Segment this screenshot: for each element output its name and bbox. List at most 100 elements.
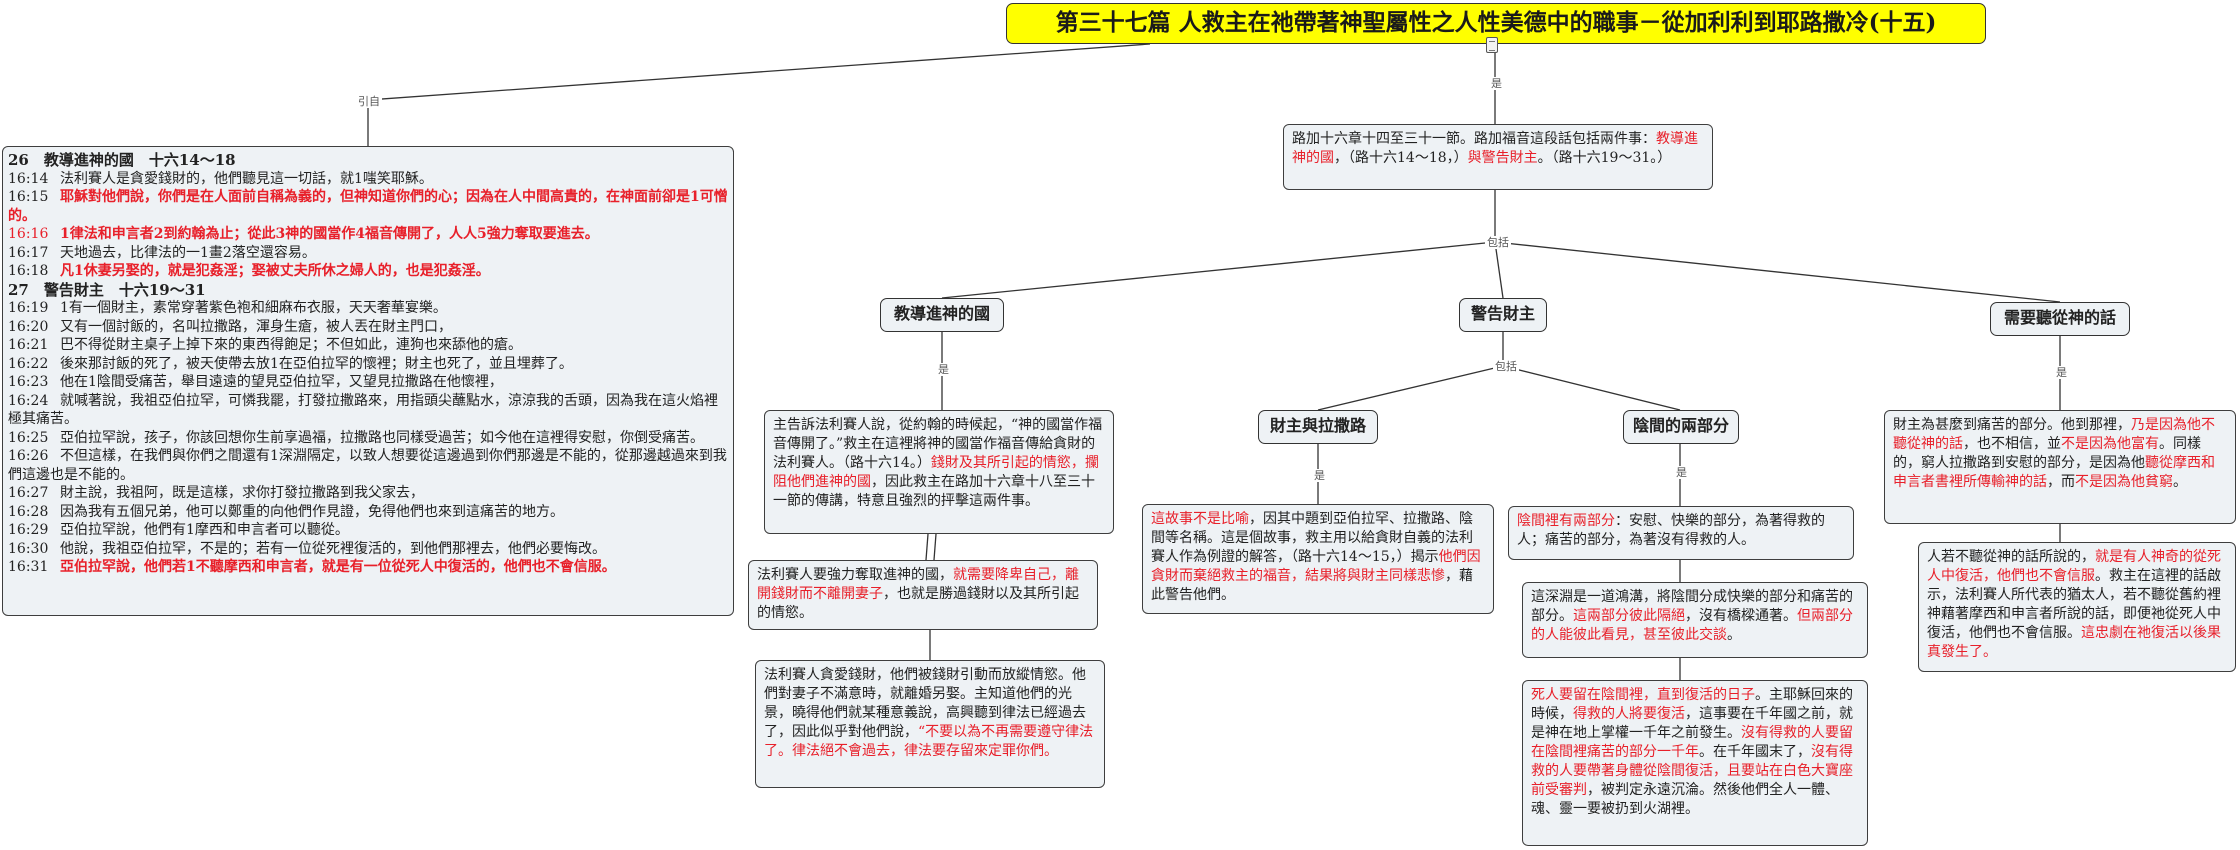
text-run: 財主為甚麼到痛苦的部分。他到那裡， <box>1893 417 2131 433</box>
verse-ref: 16:30 <box>8 540 49 557</box>
text-run: ，而 <box>2047 474 2075 490</box>
verse-ref: 16:23 <box>8 374 49 390</box>
edge-kingdom-note2b <box>933 533 937 561</box>
verse-ref: 16:18 <box>8 263 49 279</box>
text-run: ，藉此警告他們。 <box>1151 568 1473 603</box>
text-run: 。（路十六19～31。） <box>1537 150 1672 166</box>
text-run: 沒有得救的人要留在陰間裡痛苦的部分一千年 <box>1531 725 1853 760</box>
verse-line: 16:22 後來那討飯的死了，被天使帶去放1在亞伯拉罕的懷裡；財主也死了，並且埋葬… <box>8 355 728 374</box>
edge-label-is-4: 是 <box>2054 366 2069 379</box>
topic-rich-lazarus: 財主與拉撒路 <box>1258 410 1378 444</box>
text-run: ，也不相信，並 <box>1963 436 2061 452</box>
text-run: 這忠劇在祂復活以後果真發生了。 <box>1927 625 2221 660</box>
verse-text: 他在1陰間受痛苦，舉目遠遠的望見亞伯拉罕，又望見拉撒路在他懷裡， <box>60 374 503 390</box>
text-run: 法利賽人要強力奪取進神的國， <box>757 567 953 583</box>
edge-includes-listen <box>1494 241 2061 303</box>
text-run: ，（路十六14～18，） <box>1334 150 1468 166</box>
text-run: 人若不聽從神的話所說的， <box>1927 549 2095 565</box>
text-run: ，也就是勝過錢財以及其所引起的情慾。 <box>757 586 1079 621</box>
verse-text: 亞伯拉罕說，孩子，你該回想你生前享過福，拉撒路也同樣受過苦；如今他在這裡得安慰，… <box>60 429 704 446</box>
text-run: ，因其中題到亞伯拉罕、拉撒路、陰間等名稱。這是個故事，救主用以給貪財自義的法利賽… <box>1151 511 1473 565</box>
text-run: “不要以為不再需要遵守律法了。律法絕不會過去，律法要存留來定罪你們。 <box>764 724 1094 759</box>
listen-note-1: 財主為甚麼到痛苦的部分。他到那裡，乃是因為他不聽從神的話，也不相信，並不是因為他… <box>1884 410 2236 524</box>
verse-ref: 16:27 <box>8 485 49 501</box>
verse-text: 法利賽人是貪愛錢財的，他們聽見這一切話，就1嗤笑耶穌。 <box>60 170 433 187</box>
verse-line: 16:23 他在1陰間受痛苦，舉目遠遠的望見亞伯拉罕，又望見拉撒路在他懷裡， <box>8 373 728 392</box>
verse-line: 16:29 亞伯拉罕說，他們有1摩西和申言者可以聽從。 <box>8 521 728 540</box>
edge-includes2-rich <box>1317 365 1504 411</box>
verse-text: 不但這樣，在我們與你們之間還有1深淵隔定，以致人想要從這邊過到你們那邊是不能的，… <box>8 448 727 483</box>
verse-line: 16:14 法利賽人是貪愛錢財的，他們聽見這一切話，就1嗤笑耶穌。 <box>8 170 728 189</box>
verse-text: 亞伯拉罕說，他們有1摩西和申言者可以聽從。 <box>60 522 349 538</box>
text-run: 路加十六章十四至三十一節。路加福音這段話包括兩件事： <box>1292 131 1656 147</box>
verse-text: 天地過去，比律法的一1畫2落空還容易。 <box>60 244 316 261</box>
note-marker-icon <box>1486 37 1498 53</box>
verse-text: 因為我有五個兄弟，他可以鄭重的向他們作見證，免得他們也來到這痛苦的地方。 <box>60 503 564 520</box>
edge-label-is-3: 是 <box>1674 466 1689 479</box>
verse-text: 耶穌對他們說，你們是在人面前自稱為義的，但神知道你們的心；因為在人中間高貴的，在… <box>8 189 728 224</box>
edge-includes2-hades <box>1502 365 1681 411</box>
text-run: ，被判定永遠沉淪。然後他們全人一體、魂、靈一要被扔到火湖裡。 <box>1531 782 1839 817</box>
text-run: 法利賽人貪愛錢財，他們被錢財引動而放縱情慾。他們對妻子不滿意時，就離婚另娶。主知… <box>764 667 1086 740</box>
verse-text: 凡1休妻另娶的，就是犯姦淫；娶被丈夫所休之婦人的，也是犯姦淫。 <box>60 263 490 279</box>
verse-text: 後來那討飯的死了，被天使帶去放1在亞伯拉罕的懷裡；財主也死了，並且埋葬了。 <box>60 355 573 372</box>
text-run: 。救主在這裡的話啟示，法利賽人所代表的猶太人，若不聽從舊約裡神藉著摩西和申言者所… <box>1927 568 2221 641</box>
text-run: ，這事要在千年國之前，就是神在地上掌權一千年之前發生。 <box>1531 706 1853 741</box>
verse-text: 1有一個財主，素常穿著紫色袍和細麻布衣服，天天奢華宴樂。 <box>60 300 447 316</box>
verse-text: 又有一個討飯的，名叫拉撒路，渾身生瘡，被人丟在財主門口， <box>60 318 452 335</box>
verse-ref: 16:29 <box>8 522 49 538</box>
text-run: 不是因為他富有 <box>2061 436 2159 452</box>
hades-note-3: 死人要留在陰間裡，直到復活的日子。主耶穌回來的時候，得救的人將要復活，這事要在千… <box>1522 680 1868 846</box>
verse-ref: 16:26 <box>8 448 49 464</box>
verse-ref: 16:14 <box>8 170 49 187</box>
edge-label-is-2: 是 <box>1312 469 1327 482</box>
edge-includes-warn <box>1494 241 1504 299</box>
verse-text: 亞伯拉罕說，他們若1不聽摩西和申言者，就是有一位從死人中復活的，他們也不會信服。 <box>60 559 616 575</box>
edge-title-intro <box>367 43 1151 101</box>
verse-ref: 16:16 <box>8 226 49 242</box>
section-heading: 27 警告財主 十六19～31 <box>8 280 206 299</box>
verse-ref: 16:21 <box>8 337 49 353</box>
section-heading: 26 教導進神的國 十六14～18 <box>8 151 236 169</box>
text-run: 主告訴法利賽人說，從約翰的時候起，“神的國當作福音傳開了。”救主在這裡將神的國當… <box>773 417 1103 471</box>
edge-label-includes-1: 包括 <box>1485 236 1511 249</box>
verse-text: 就喊著說，我祖亞伯拉罕，可憐我罷，打發拉撒路來，用指頭尖蘸點水，涼涼我的舌頭，因… <box>8 392 718 428</box>
rich-lazarus-note: 這故事不是比喻，因其中題到亞伯拉罕、拉撒路、陰間等名稱。這是個故事，救主用以給貪… <box>1142 504 1494 614</box>
text-run: 不是因為他貧窮 <box>2075 474 2173 490</box>
listen-note-2: 人若不聽從神的話所說的，就是有人神奇的從死人中復活，他們也不會信服。救主在這裡的… <box>1918 542 2236 672</box>
text-run: 得救的人將要復活 <box>1573 706 1685 722</box>
text-run: 與警告財主 <box>1467 150 1538 166</box>
text-run: 乃是因為他不聽從神的話 <box>1893 417 2215 452</box>
text-run: 。主耶穌回來的時候， <box>1531 687 1853 722</box>
hades-note-2: 這深淵是一道鴻溝，將陰間分成快樂的部分和痛苦的部分。這兩部分彼此隔絕，沒有橋樑通… <box>1522 582 1868 658</box>
kingdom-note-3: 法利賽人貪愛錢財，他們被錢財引動而放縱情慾。他們對妻子不滿意時，就離婚另娶。主知… <box>755 660 1105 788</box>
verse-text: 財主說，我祖阿，既是這樣，求你打發拉撒路到我父家去， <box>60 485 424 501</box>
text-run: 這兩部分彼此隔絕 <box>1573 608 1685 624</box>
text-run: 但兩部分的人能彼此看見，甚至彼此交談 <box>1531 608 1853 643</box>
text-run: 就需要降卑自己，離開錢財而不離開妻子 <box>757 567 1079 602</box>
text-run: 。 <box>2173 474 2187 490</box>
kingdom-note-1: 主告訴法利賽人說，從約翰的時候起，“神的國當作福音傳開了。”救主在這裡將神的國當… <box>764 410 1114 534</box>
hades-note-1: 陰間裡有兩部分：安慰、快樂的部分，為著得救的人；痛苦的部分，為著沒有得救的人。 <box>1508 506 1854 560</box>
verse-line: 16:18 凡1休妻另娶的，就是犯姦淫；娶被丈夫所休之婦人的，也是犯姦淫。 <box>8 262 728 281</box>
text-run: 陰間裡有兩部分 <box>1517 513 1615 529</box>
main-summary-node: 路加十六章十四至三十一節。路加福音這段話包括兩件事：教導進神的國，（路十六14～… <box>1283 124 1713 190</box>
edge-includes-kingdom <box>941 241 1496 299</box>
text-run: ，沒有橋樑通著。 <box>1685 608 1797 624</box>
topic-hades-two-parts: 陰間的兩部分 <box>1623 410 1739 444</box>
edge-label-includes-2: 包括 <box>1493 360 1519 373</box>
verse-ref: 16:22 <box>8 355 49 372</box>
verse-ref: 16:31 <box>8 559 49 575</box>
scripture-note: 26 教導進神的國 十六14～18 16:14 法利賽人是貪愛錢財的，他們聽見這一… <box>2 146 734 616</box>
